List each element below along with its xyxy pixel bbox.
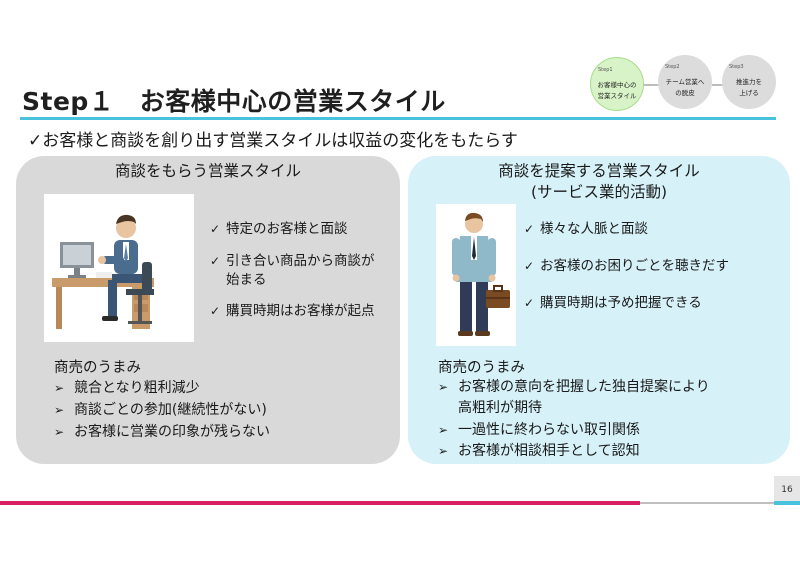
step-2-label: チーム営業へ の脱皮 (660, 77, 710, 99)
step-1-label-line2: 営業スタイル (597, 92, 637, 100)
page-number-accent (774, 501, 800, 505)
step-3-label-line2: 上げる (739, 89, 759, 97)
step-1-label: お客様中心の 営業スタイル (593, 80, 641, 102)
step-1-label-line1: お客様中心の (597, 81, 637, 89)
left-panel-heading: 商談をもらう営業スタイル (114, 162, 301, 180)
check-mark-icon: ✓ (524, 222, 535, 236)
step-3-label: 推進力を 上げる (724, 77, 774, 99)
right-panel-heading-line2: (サービス業的活動) (530, 183, 668, 201)
arrowhead-bullet-icon: ➢ (438, 444, 449, 458)
step-connector-2 (712, 84, 724, 86)
check-mark-icon: ✓ (524, 259, 535, 273)
arrowhead-bullet-icon: ➢ (54, 425, 65, 439)
step-2-label-line1: チーム営業へ (665, 78, 705, 86)
left-check-2-text: 引き合い商品から商談が (226, 253, 375, 269)
title-underline (20, 117, 776, 120)
left-merit-list: ➢ 競合となり粗利減少 ➢ 商談ごとの参加(継続性がない) ➢ お客様に営業の印… (54, 378, 394, 448)
check-mark-icon: ✓ (524, 296, 535, 310)
left-check-3-text: 購買時期はお客様が起点 (226, 303, 375, 319)
left-check-1-text: 特定のお客様と面談 (226, 221, 348, 237)
check-mark-icon: ✓ (210, 254, 221, 268)
right-check-3-text: 購買時期は予め把握できる (540, 295, 702, 311)
right-merit-list: ➢ お客様の意向を把握した独自提案により 高粗利が期待 ➢ 一過性に終わらない取… (438, 377, 786, 463)
page-title: Step１ お客様中心の営業スタイル (22, 87, 446, 116)
step-progress: Step1 お客様中心の 営業スタイル Step2 チーム営業へ の脱皮 Ste… (588, 55, 784, 117)
left-merit-3-text: お客様に営業の印象が残らない (74, 424, 270, 440)
left-merit-1-text: 競合となり粗利減少 (74, 380, 200, 396)
right-merit-title: 商売のうまみ (438, 360, 525, 376)
right-check-2-text: お客様のお困りごとを聴きだす (540, 258, 729, 274)
right-merit-3-text: お客様が相談相手として認知 (458, 443, 640, 459)
step-2-label-line2: の脱皮 (675, 89, 695, 97)
office-worker-icon (46, 196, 192, 340)
check-mark-icon: ✓ (210, 304, 221, 318)
subtitle: ✓お客様と商談を創り出す営業スタイルは収益の変化をもたらす (28, 131, 518, 151)
left-panel: 商談をもらう営業スタイル (16, 156, 400, 464)
arrowhead-bullet-icon: ➢ (438, 380, 449, 394)
step-3-circle: Step3 推進力を 上げる (722, 55, 776, 109)
step-3-number: Step3 (729, 64, 744, 70)
left-merit-2-text: 商談ごとの参加(継続性がない) (74, 402, 267, 418)
right-checklist: ✓ 様々な人脈と面談 ✓ お客様のお困りごとを聴きだす ✓ 購買時期は予め把握で… (524, 220, 774, 320)
page-number: 16 (774, 476, 800, 505)
right-merit-1-text-cont: 高粗利が期待 (458, 400, 542, 416)
right-check-1-text: 様々な人脈と面談 (540, 221, 648, 237)
step-1-number: Step1 (598, 67, 613, 73)
step-1-circle: Step1 お客様中心の 営業スタイル (590, 57, 644, 111)
right-merit-2-text: 一過性に終わらない取引関係 (458, 422, 640, 438)
salesman-illustration (436, 204, 516, 346)
salesman-icon (436, 204, 516, 346)
arrowhead-bullet-icon: ➢ (54, 403, 65, 417)
step-3-label-line1: 推進力を (736, 78, 762, 86)
office-worker-illustration (44, 194, 194, 342)
step-2-circle: Step2 チーム営業へ の脱皮 (658, 55, 712, 109)
step-connector-1 (644, 84, 660, 86)
left-check-2-text-cont: 始まる (226, 272, 267, 288)
left-checklist: ✓ 特定のお客様と面談 ✓ 引き合い商品から商談が 始まる ✓ 購買時期はお客様… (210, 220, 400, 340)
right-panel-heading-line1: 商談を提案する営業スタイル (498, 162, 700, 180)
right-merit-1-text: お客様の意向を把握した独自提案により (458, 379, 710, 395)
arrowhead-bullet-icon: ➢ (54, 381, 65, 395)
arrowhead-bullet-icon: ➢ (438, 423, 449, 437)
check-mark-icon: ✓ (210, 222, 221, 236)
right-panel: 商談を提案する営業スタイル (サービス業的活動) (408, 156, 790, 464)
step-2-number: Step2 (665, 64, 680, 70)
left-merit-title: 商売のうまみ (54, 360, 141, 376)
footer-rule-red (0, 501, 640, 505)
footer-rule-gray (640, 502, 800, 504)
right-panel-heading: 商談を提案する営業スタイル (サービス業的活動) (408, 161, 790, 203)
